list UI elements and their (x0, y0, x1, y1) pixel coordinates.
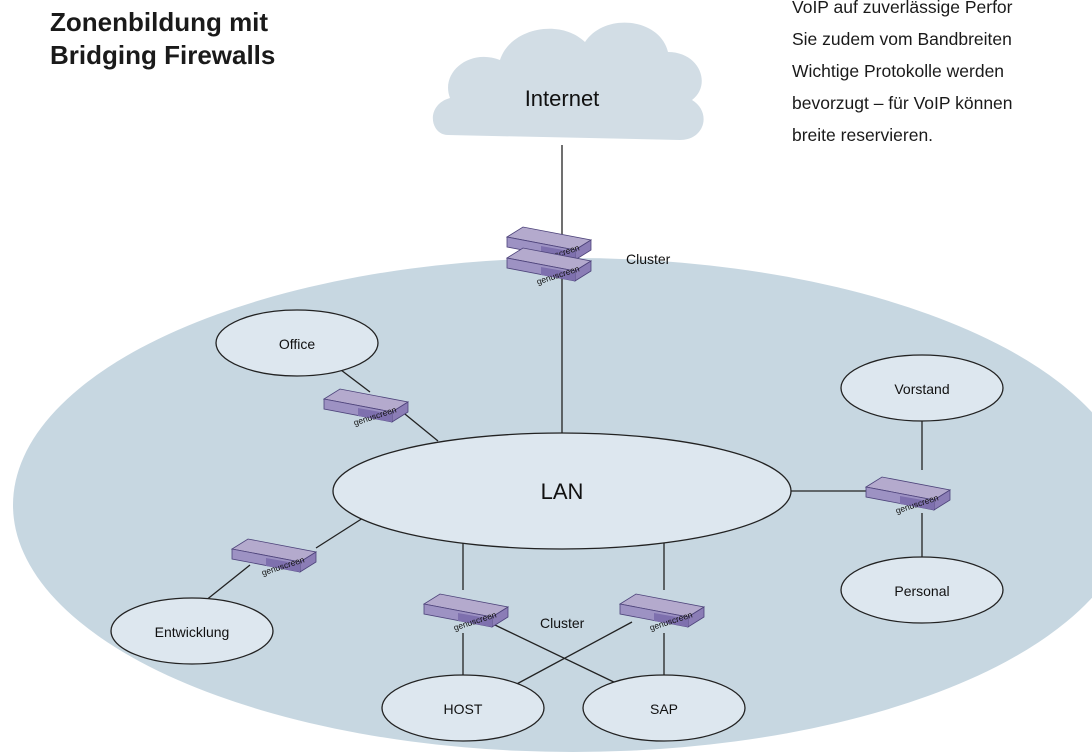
office-zone (215, 309, 379, 377)
intro-paragraph: VoIP auf zuverlässige Perfor Sie zudem v… (792, 0, 1013, 151)
office-label: Office (279, 336, 316, 352)
personal-zone (840, 556, 1004, 624)
lan-label: LAN (541, 479, 584, 504)
sap-label: SAP (650, 701, 678, 717)
paragraph-line-5: breite reservieren. (792, 125, 934, 145)
host-zone (381, 674, 545, 742)
vorstand-label: Vorstand (894, 381, 949, 397)
title-line-2: Bridging Firewalls (50, 40, 276, 70)
paragraph-line-3: Wichtige Protokolle werden (792, 61, 1005, 81)
entwicklung-label: Entwicklung (155, 624, 230, 640)
entwicklung-zone (110, 597, 274, 665)
lan-ellipse (332, 432, 792, 550)
cluster-bottom-label: Cluster (540, 615, 585, 631)
host-label: HOST (444, 701, 483, 717)
cluster-top-label: Cluster (626, 251, 671, 267)
internet-label: Internet (525, 86, 600, 111)
page-title: Zonenbildung mit Bridging Firewalls (50, 6, 275, 72)
paragraph-line-2: Sie zudem vom Bandbreiten (792, 29, 1012, 49)
paragraph-line-4: bevorzugt – für VoIP können (792, 93, 1013, 113)
internet-cloud (432, 22, 704, 141)
sap-zone (582, 674, 746, 742)
title-line-1: Zonenbildung mit (50, 7, 269, 37)
paragraph-line-1: VoIP auf zuverlässige Perfor (792, 0, 1013, 17)
personal-label: Personal (894, 583, 949, 599)
vorstand-zone (840, 354, 1004, 422)
